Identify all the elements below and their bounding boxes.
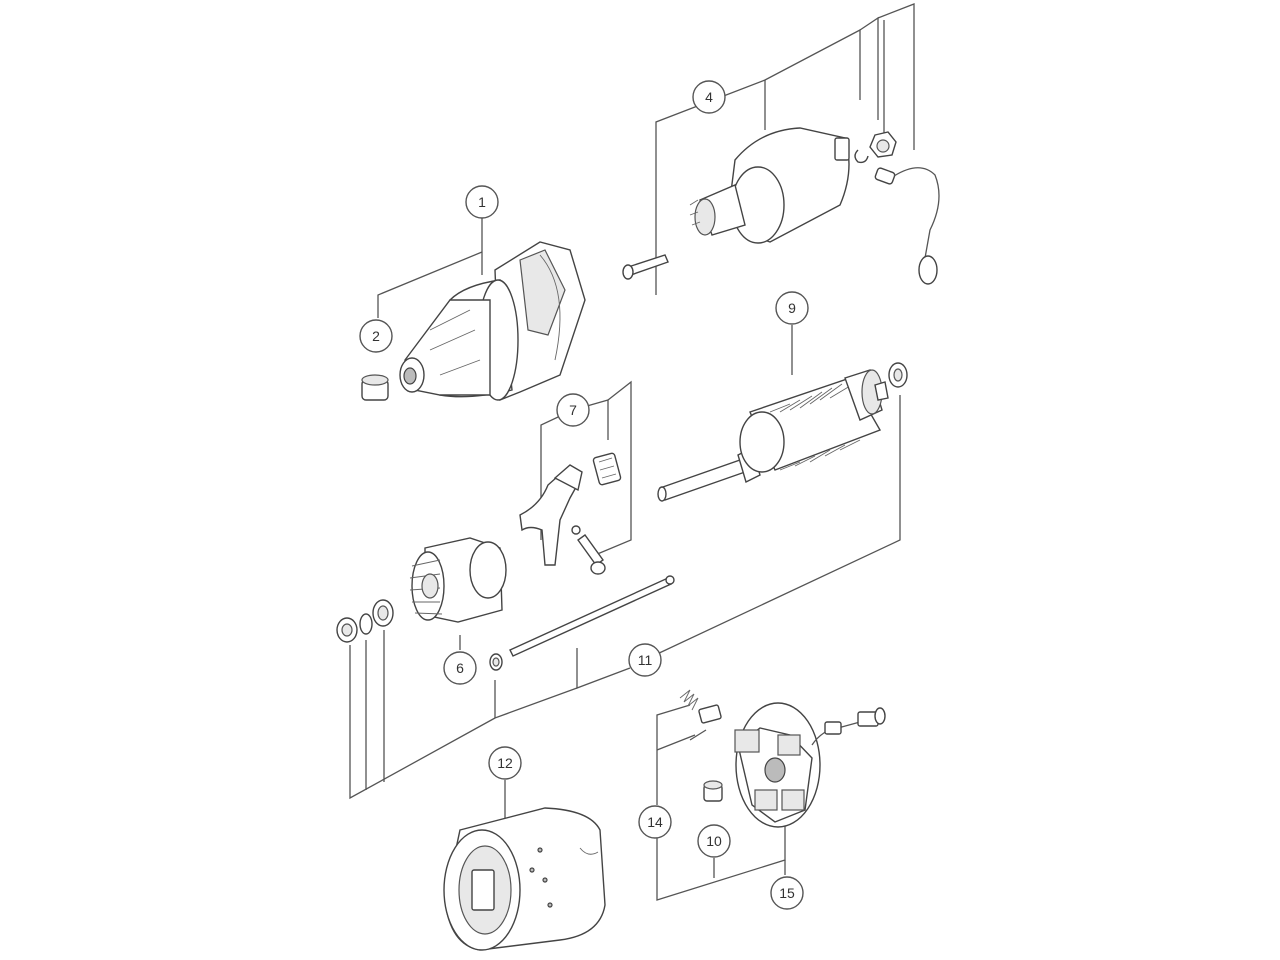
callout-14-label: 14 <box>647 814 663 830</box>
callout-7: 7 <box>556 393 590 427</box>
brush-holder-plate <box>679 689 886 828</box>
through-bolt <box>489 575 675 671</box>
solenoid-switch <box>622 127 940 285</box>
callout-6: 6 <box>443 651 477 685</box>
callout-7-label: 7 <box>569 402 577 418</box>
callout-12-label: 12 <box>497 755 513 771</box>
callout-4: 4 <box>692 80 726 114</box>
callout-9-label: 9 <box>788 300 796 316</box>
callout-9: 9 <box>775 291 809 325</box>
callout-1: 1 <box>465 185 499 219</box>
callout-15-label: 15 <box>779 885 795 901</box>
armature-rotor <box>657 362 908 502</box>
callout-6-label: 6 <box>456 660 464 676</box>
callout-14: 14 <box>638 805 672 839</box>
callout-11-label: 11 <box>638 652 653 668</box>
callout-11: 11 <box>628 643 662 677</box>
drive-pinion <box>336 537 507 643</box>
callout-2-label: 2 <box>372 328 380 344</box>
callout-10-label: 10 <box>706 833 722 849</box>
callout-2: 2 <box>359 319 393 353</box>
callout-15: 15 <box>770 876 804 910</box>
drive-end-housing <box>399 241 586 402</box>
callout-1-label: 1 <box>478 194 486 210</box>
callout-12: 12 <box>488 746 522 780</box>
callout-10: 10 <box>697 824 731 858</box>
callout-4-label: 4 <box>705 89 713 105</box>
fork-lever <box>519 452 622 575</box>
leader-lines <box>349 3 915 901</box>
bushing-part <box>361 374 389 401</box>
yoke-housing <box>443 807 606 951</box>
